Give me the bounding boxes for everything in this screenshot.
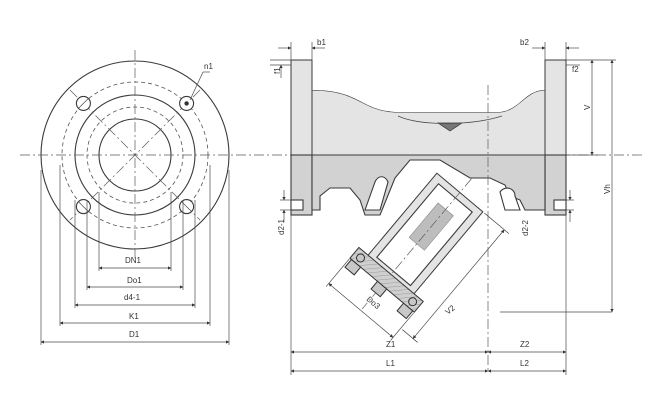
d2-1-label: d2-1 (277, 218, 286, 235)
dim-v2 (412, 229, 505, 339)
vh-label: Vh (603, 184, 612, 194)
right-flange-upper (544, 59, 567, 156)
v2-label: V2 (444, 303, 458, 317)
do1-label: Do1 (127, 276, 142, 285)
l1-label: L1 (386, 359, 395, 368)
bolt-hole-bottom-left (75, 199, 91, 215)
b1-label: b1 (317, 38, 326, 47)
do3-label: Do3 (365, 295, 382, 312)
v-label: V (583, 104, 592, 110)
lower-cavity-left (364, 176, 389, 211)
left-flange-slot (290, 199, 304, 211)
diagonal-centerline-2 (69, 89, 201, 221)
flange-front-view: n1 DN1 Do1 d4-1 K1 D1 (20, 50, 645, 345)
cover-bolt-left (344, 258, 362, 276)
cover-nut-left (356, 253, 366, 263)
strainer-side-view: V2 Do3 b1 b2 f1 f2 V Vh (270, 38, 616, 375)
z2-label: Z2 (520, 340, 530, 349)
bolt-hole-top-left (75, 95, 91, 111)
f2-label: f2 (572, 65, 579, 74)
z1-label: Z1 (386, 340, 396, 349)
n1-label: n1 (204, 62, 213, 71)
inner-curve (397, 115, 503, 124)
dim-do3 (328, 283, 394, 338)
dn1-label: DN1 (125, 256, 142, 265)
d1-label: D1 (129, 330, 140, 339)
right-flange-slot (553, 199, 567, 211)
k1-label: K1 (129, 312, 139, 321)
left-flange-upper (290, 59, 313, 156)
cover-bolt-right (396, 302, 414, 320)
lower-cavity-right (499, 187, 521, 211)
f1-label: f1 (273, 67, 282, 74)
d2-2-label: d2-2 (521, 219, 530, 236)
n1-leader (189, 71, 204, 101)
y-branch (325, 172, 510, 343)
bolt-hole-bottom-right (179, 199, 195, 215)
b2-label: b2 (520, 38, 529, 47)
l2-label: L2 (520, 359, 529, 368)
flow-notch (436, 122, 464, 132)
d4-1-label: d4-1 (124, 293, 141, 302)
bolt-hole-top-right (179, 95, 195, 111)
